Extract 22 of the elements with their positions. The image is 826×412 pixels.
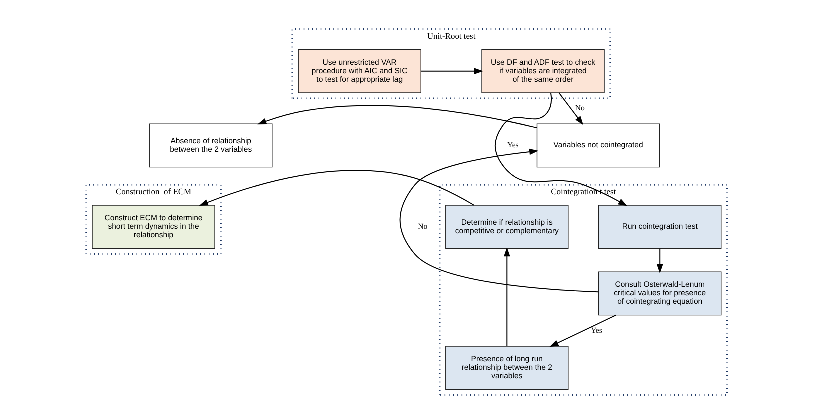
node-box: Construct ECM to determine short term dynamics in the relationship [92, 205, 215, 250]
node-box: Use DF and ADF test to check if variables are integrated of the same order [481, 49, 604, 94]
edge-label: No [418, 222, 428, 232]
node-box: Absence of relationship between the 2 variables [149, 124, 272, 168]
edge-label: Yes [590, 326, 602, 335]
arrow [399, 148, 599, 293]
node-box: Presence of long run relationship between the 2 variables [445, 346, 568, 390]
arrow [257, 105, 537, 129]
arrow [198, 170, 474, 206]
node-box: Run cointegration test [598, 205, 722, 250]
arrow [503, 248, 510, 347]
node-box: Use unrestricted VAR procedure with AIC and SIC to test for appropriate lag [298, 49, 421, 94]
node-box: Variables not cointegrated [536, 124, 660, 168]
edge-label: No [574, 104, 584, 113]
arrow [549, 314, 616, 348]
edge-label: Yes [507, 140, 518, 150]
arrow [558, 92, 584, 126]
arrow [420, 68, 483, 75]
arrow [656, 248, 663, 274]
arrow [494, 92, 628, 206]
node-box: Determine if relationship is competitive or complementary [445, 205, 568, 250]
node-box: Consult Osterwald-Lenum critical values for presence of cointegrating equation [598, 272, 722, 316]
